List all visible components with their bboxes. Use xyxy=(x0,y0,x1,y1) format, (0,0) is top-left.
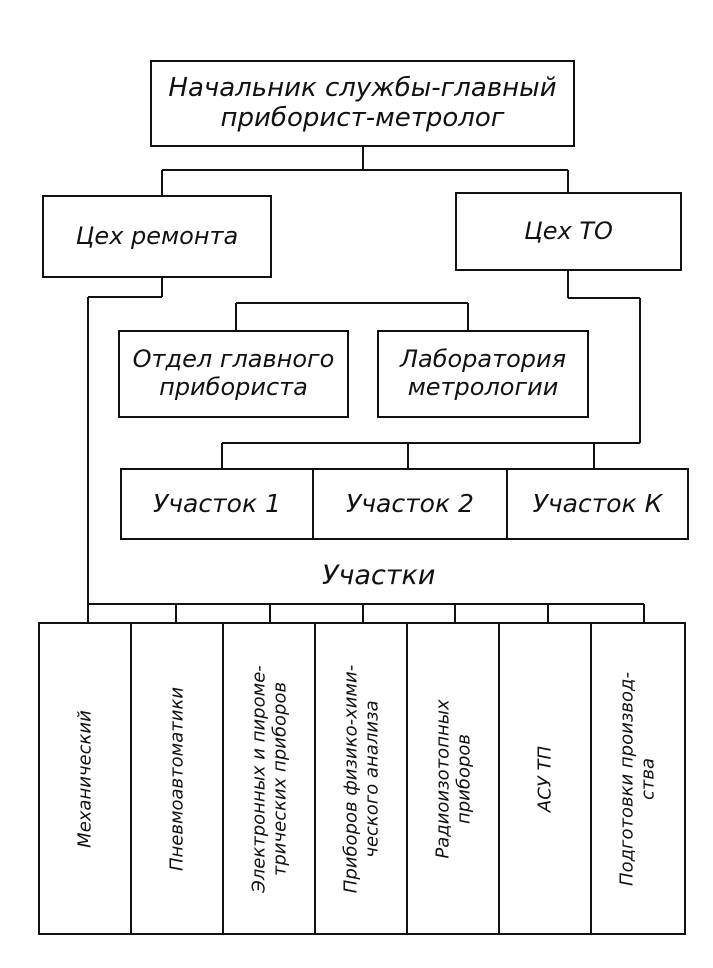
section-label: Радиоизотопных приборов xyxy=(432,698,474,859)
section-label: Электронных и пироме- трических приборов xyxy=(248,664,290,893)
section-column: Пневмоавтоматики xyxy=(130,622,224,935)
maintenance-shop-label: Цех ТО xyxy=(524,216,613,245)
head-of-service-box: Начальник службы-главный приборист-метро… xyxy=(150,60,575,147)
area-label-1: Участок 1 xyxy=(153,488,281,518)
section-column: Электронных и пироме- трических приборов xyxy=(222,622,316,935)
section-column: АСУ ТП xyxy=(498,622,592,935)
area-label-k: Участок К xyxy=(532,488,663,518)
section-column: Приборов физико-хими- ческого анализа xyxy=(314,622,408,935)
chief-instrument-dept-label: Отдел главного прибориста xyxy=(132,345,335,401)
area-box-2: Участок 2 xyxy=(312,468,508,540)
repair-shop-box: Цех ремонта xyxy=(42,195,272,278)
section-label: Подготовки производ- ства xyxy=(616,671,658,886)
area-box-k: Участок К xyxy=(506,468,689,540)
metrology-lab-label: Лаборатория метрологии xyxy=(399,345,567,401)
sections-heading: Участки xyxy=(322,560,436,591)
metrology-lab-box: Лаборатория метрологии xyxy=(377,330,589,418)
chief-instrument-dept-box: Отдел главного прибориста xyxy=(118,330,349,418)
section-label: АСУ ТП xyxy=(534,745,556,812)
head-of-service-label: Начальник службы-главный приборист-метро… xyxy=(168,72,557,133)
section-column: Механический xyxy=(38,622,132,935)
section-column: Радиоизотопных приборов xyxy=(406,622,500,935)
area-label-2: Участок 2 xyxy=(346,488,474,518)
section-column: Подготовки производ- ства xyxy=(590,622,686,935)
section-label: Приборов физико-хими- ческого анализа xyxy=(340,664,382,893)
section-label: Пневмоавтоматики xyxy=(166,686,188,871)
repair-shop-label: Цех ремонта xyxy=(75,221,239,250)
section-label: Механический xyxy=(74,709,96,848)
area-box-1: Участок 1 xyxy=(120,468,314,540)
maintenance-shop-box: Цех ТО xyxy=(455,192,682,271)
